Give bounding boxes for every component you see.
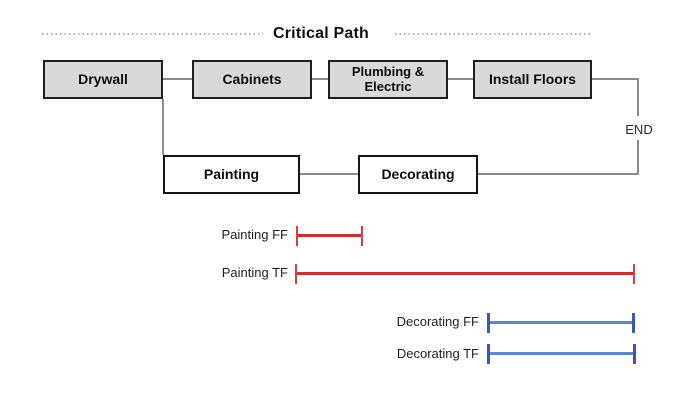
- dotted-rule-right: [395, 33, 591, 35]
- diagram-title: Critical Path: [273, 25, 369, 42]
- end-node-label: END: [625, 122, 653, 137]
- bar-painting-ff: [296, 225, 363, 246]
- node-cabinets: Cabinets: [192, 60, 312, 99]
- label-decorating-tf: Decorating TF: [396, 346, 479, 361]
- edge-installfloors-elbow: [592, 78, 639, 80]
- bar-start-tick: [487, 343, 490, 364]
- label-decorating-ff: Decorating FF: [396, 314, 479, 329]
- edge-drywall-cabinets: [163, 78, 192, 80]
- bar-end-tick: [361, 225, 363, 246]
- label-painting-ff: Painting FF: [221, 227, 288, 242]
- dotted-rule-left: [42, 33, 263, 35]
- edge-end-down: [637, 140, 639, 174]
- edge-decorating-end: [478, 173, 639, 175]
- node-install-floors: Install Floors: [473, 60, 592, 99]
- bar-end-tick: [633, 263, 635, 284]
- edge-elbow-down-to-end: [637, 78, 639, 116]
- edge-drywall-painting: [162, 99, 164, 155]
- node-drywall: Drywall: [43, 60, 163, 99]
- edge-painting-decorating: [300, 173, 358, 175]
- edge-plumbing-installfloors: [448, 78, 473, 80]
- node-painting: Painting: [163, 155, 300, 194]
- node-plumbing-electric: Plumbing & Electric: [328, 60, 448, 99]
- bar-end-tick: [633, 343, 636, 364]
- bar-end-tick: [632, 312, 635, 333]
- edge-cabinets-plumbing: [312, 78, 328, 80]
- bar-decorating-ff: [487, 312, 635, 333]
- label-painting-tf: Painting TF: [221, 265, 288, 280]
- bar-decorating-tf: [487, 343, 636, 364]
- bar-start-tick: [487, 312, 490, 333]
- bar-start-tick: [295, 263, 297, 284]
- bar-painting-tf: [295, 263, 635, 284]
- bar-start-tick: [296, 225, 298, 246]
- node-decorating: Decorating: [358, 155, 478, 194]
